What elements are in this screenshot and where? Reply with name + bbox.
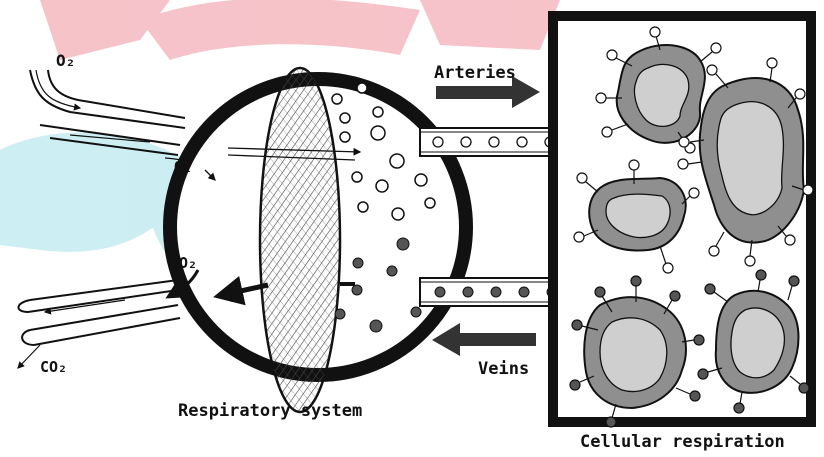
arteries-label: Arteries: [434, 63, 516, 83]
cell-1: [617, 45, 705, 143]
cell-3: [589, 178, 686, 250]
cell-5: [716, 291, 799, 393]
vein-tube: [420, 278, 570, 306]
co2-outlet-label: CO₂: [40, 358, 67, 376]
co2-inner-label: CO₂: [170, 254, 197, 272]
o2-inlet-label: O₂: [56, 51, 75, 70]
cellular-respiration-label: Cellular respiration: [580, 432, 785, 452]
arrow-left-icon: [432, 323, 536, 356]
respiratory-system-label: Respiratory system: [178, 401, 362, 421]
veins-label: Veins: [478, 359, 529, 379]
artery-tube: [420, 128, 570, 156]
o2-inner-label: O₂: [174, 158, 192, 176]
cell-4: [584, 297, 686, 408]
